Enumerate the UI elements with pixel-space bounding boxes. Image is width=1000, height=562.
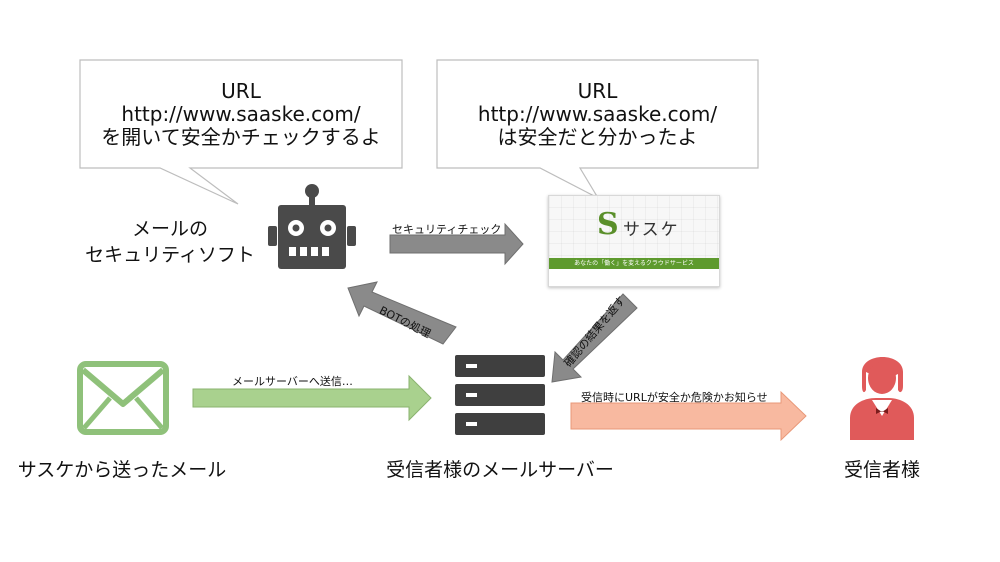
label-notify: 受信時にURLが安全か危険かお知らせ xyxy=(581,391,768,404)
bubble-left-line-3: を開いて安全かチェックするよ xyxy=(101,125,381,149)
arrow-bot-processing xyxy=(347,281,457,345)
bubble-right-line-1: URL xyxy=(577,79,618,103)
label-security-check: セキュリティチェック xyxy=(392,223,502,236)
saaske-website-thumbnail: S サスケ あなたの「働く」を変えるクラウドサービス xyxy=(548,195,720,287)
bubble-left-line-2: http://www.saaske.com/ xyxy=(121,102,361,126)
bubble-left-line-1: URL xyxy=(221,79,261,103)
arrow-notify xyxy=(570,390,807,442)
caption-security-soft: メールの セキュリティソフト xyxy=(70,216,270,268)
saaske-logo-text: サスケ xyxy=(623,220,680,240)
website-tagline: あなたの「働く」を変えるクラウドサービス xyxy=(549,258,719,269)
person-icon xyxy=(850,357,914,440)
website-background xyxy=(549,196,719,258)
caption-recipient: 受信者様 xyxy=(843,459,920,481)
bubble-right-line-3: は安全だと分かったよ xyxy=(497,125,698,149)
label-send-to-server: メールサーバーへ送信… xyxy=(232,375,353,388)
caption-security-soft-line-2: セキュリティソフト xyxy=(85,244,255,266)
robot-icon xyxy=(268,184,356,269)
speech-bubble-right xyxy=(436,59,759,200)
envelope-icon xyxy=(77,361,169,435)
caption-mail-server: 受信者様のメールサーバー xyxy=(386,459,614,481)
arrow-send-to-server xyxy=(192,374,432,422)
bubble-left-text: URL http://www.saaske.com/ を開いて安全かチェックする… xyxy=(80,80,402,149)
arrow-return-result xyxy=(551,293,638,383)
caption-sent-mail: サスケから送ったメール xyxy=(17,459,227,481)
speech-bubble-left xyxy=(79,59,403,205)
caption-security-soft-line-1: メールの xyxy=(131,218,208,240)
bubble-right-line-2: http://www.saaske.com/ xyxy=(477,102,718,126)
server-icon xyxy=(455,355,545,435)
bubble-right-text: URL http://www.saaske.com/ は安全だと分かったよ xyxy=(437,80,758,149)
arrow-security-check xyxy=(389,222,524,266)
saaske-logo-icon: S xyxy=(597,207,619,242)
